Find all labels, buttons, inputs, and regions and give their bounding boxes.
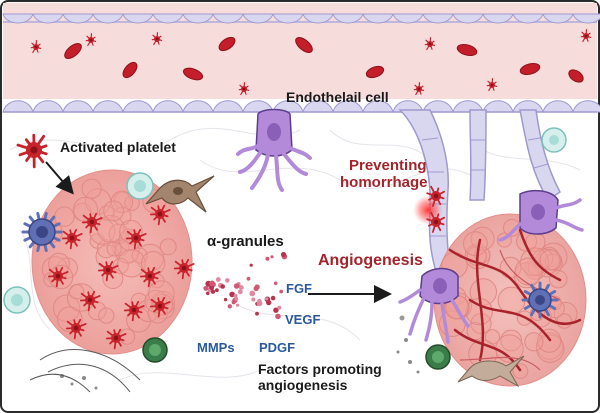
immune-cell-green [142, 337, 451, 370]
endothelial-tip-cell [236, 108, 312, 192]
circulating-platelets [30, 29, 592, 96]
activated-platelet [79, 290, 101, 312]
red-blood-cells [64, 36, 584, 83]
activated-platelet [139, 266, 161, 288]
red-blood-cell [218, 36, 236, 52]
endothelial-cell [572, 13, 600, 24]
purple-cell-right-top [498, 189, 584, 242]
activated-platelet [85, 33, 97, 47]
red-blood-cell [295, 37, 313, 53]
endothelial-layer-top [2, 13, 600, 24]
alpha-granule-particles [203, 251, 288, 320]
label-mmps: MMPs [197, 340, 235, 355]
fibers [29, 349, 141, 393]
red-blood-cell [365, 65, 385, 79]
debris [60, 315, 420, 390]
activated-platelets-cluster [47, 204, 195, 350]
label-alpha-granules: α-granules [207, 233, 284, 250]
activated-platelet [16, 133, 48, 169]
activated-platelet [125, 228, 147, 250]
red-blood-cell [456, 44, 478, 56]
activated-platelet [580, 29, 592, 43]
label-angiogenesis: Angiogenesis [318, 252, 423, 269]
label-hemorrhage: homorrhage [340, 174, 428, 191]
activated-platelet [149, 204, 171, 226]
label-factors-line1: Factors promoting [258, 361, 382, 377]
activated-platelet [97, 260, 119, 282]
fibroblast-cell-right [457, 355, 525, 388]
red-blood-cell [64, 43, 82, 59]
activated-platelet [486, 78, 498, 92]
activated-platelet [81, 212, 103, 234]
label-vegf: VEGF [285, 312, 321, 327]
activated-platelet [149, 296, 171, 318]
activated-platelet [424, 37, 436, 51]
activated-platelet [426, 185, 446, 207]
endothelial-cell [572, 100, 600, 113]
red-blood-cell [519, 63, 541, 75]
label-endothelial-cell: Endothelail cell [286, 89, 389, 105]
immune-cell-teal-left [3, 172, 154, 314]
activated-platelet [30, 40, 42, 54]
activated-platelet [65, 318, 87, 340]
activated-platelet [151, 32, 163, 46]
activated-platelet [413, 82, 425, 96]
activated-platelet [238, 82, 250, 96]
purple-cell-right-bottom [398, 267, 470, 344]
activated-platelet [47, 266, 69, 288]
activated-platelets [16, 133, 446, 233]
red-blood-cell [568, 69, 584, 83]
tumor-mass-right [433, 213, 587, 387]
label-fgf: FGF [286, 281, 312, 296]
activated-platelet [105, 328, 127, 350]
label-pdgf: PDGF [259, 340, 296, 355]
red-blood-cell [182, 67, 204, 81]
label-preventing: Preventing [349, 157, 427, 174]
activated-platelet [426, 211, 446, 233]
label-activated-platelet: Activated platelet [60, 139, 176, 155]
activated-platelet [61, 228, 83, 250]
activated-platelet [173, 258, 195, 280]
activated-platelet [123, 300, 145, 322]
arrow-platelet-to-tumor [45, 161, 74, 195]
dendritic-cell-blue-right [521, 281, 559, 319]
dendritic-cell-blue [21, 211, 63, 253]
tumor-vessels-fine [459, 249, 561, 371]
label-factors-line2: angiogenesis [258, 377, 348, 393]
fibroblast-cell [145, 175, 215, 213]
endothelial-layer [2, 100, 600, 113]
red-blood-cell [122, 61, 138, 79]
